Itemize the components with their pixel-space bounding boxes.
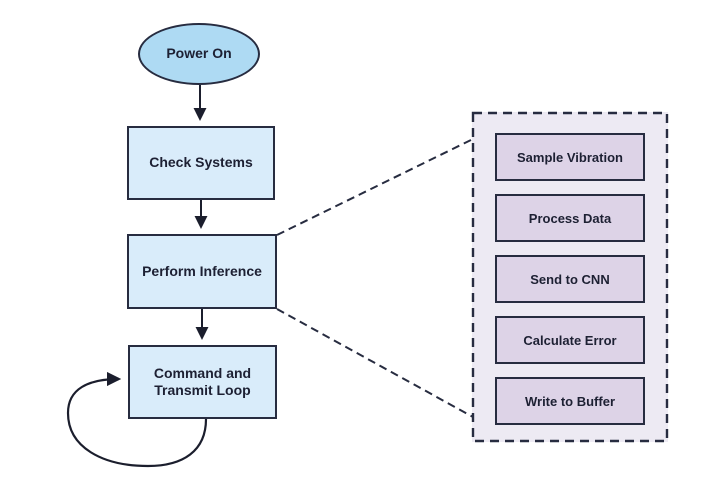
node-perform-inference: Perform Inference [127, 234, 277, 309]
subprocess-step-process-data: Process Data [495, 194, 645, 242]
edge-expansion-top [276, 138, 474, 236]
node-power-on: Power On [138, 23, 260, 85]
edge-expansion-bottom [276, 308, 474, 418]
subprocess-step-calculate-error: Calculate Error [495, 316, 645, 364]
node-check-systems: Check Systems [127, 126, 275, 200]
subprocess-step-send-to-cnn: Send to CNN [495, 255, 645, 303]
subprocess-step-write-to-buffer: Write to Buffer [495, 377, 645, 425]
subprocess-step-sample-vibration: Sample Vibration [495, 133, 645, 181]
node-command-transmit-loop: Command and Transmit Loop [128, 345, 277, 419]
